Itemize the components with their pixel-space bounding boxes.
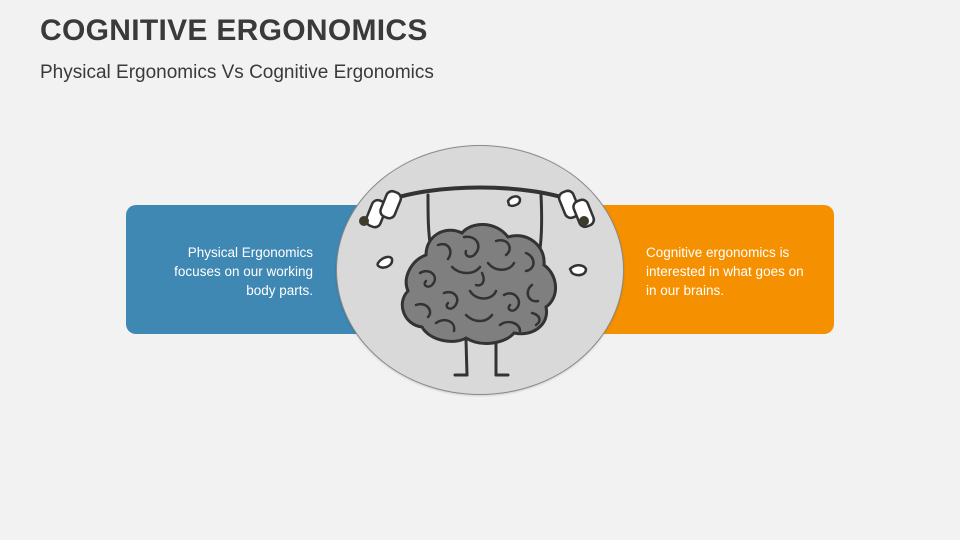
cognitive-ergonomics-text: Cognitive ergonomics is interested in wh… [646, 245, 804, 298]
physical-ergonomics-text: Physical Ergonomics focuses on our worki… [174, 245, 313, 298]
slide-title: COGNITIVE ERGONOMICS [40, 14, 428, 47]
slide-subtitle: Physical Ergonomics Vs Cognitive Ergonom… [40, 62, 434, 83]
brain-lifting-barbell-icon [359, 185, 596, 377]
